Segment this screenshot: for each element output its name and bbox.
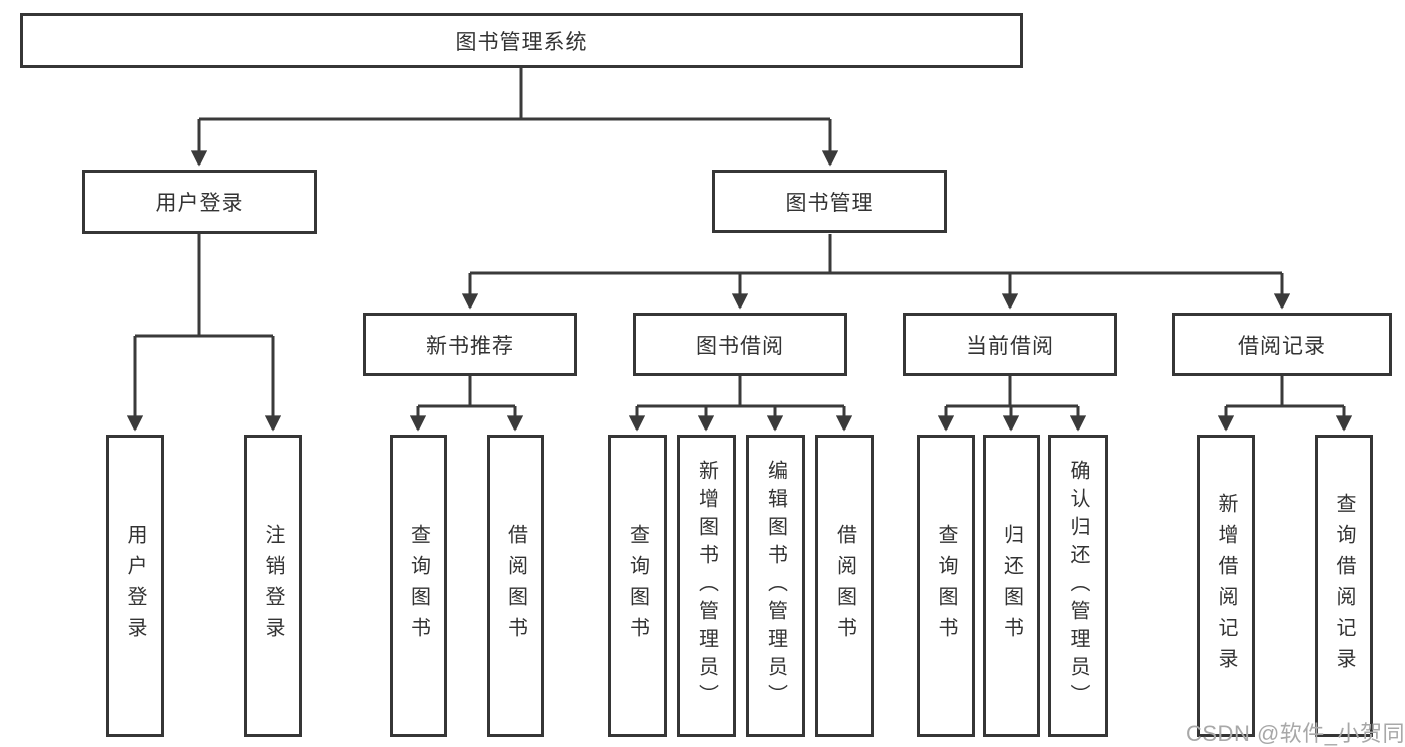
leaf-edit-books-admin: 编辑图书（管理员）: [746, 435, 805, 737]
leaf-borrowing-query-books: 查询图书: [608, 435, 667, 737]
node-borrowing-records: 借阅记录: [1172, 313, 1392, 376]
node-library-system-root: 图书管理系统: [20, 13, 1023, 68]
leaf-user-login: 用户登录: [106, 435, 164, 737]
node-user-login: 用户登录: [82, 170, 317, 234]
node-user-login-label: 用户登录: [155, 192, 244, 215]
node-current-borrowing: 当前借阅: [903, 313, 1117, 376]
leaf-recommend-query-books-label: 查询图书: [407, 524, 430, 648]
leaf-borrowing-borrow-books-label: 借阅图书: [833, 524, 856, 648]
leaf-confirm-return-admin: 确认归还（管理员）: [1048, 435, 1108, 737]
node-book-management: 图书管理: [712, 170, 947, 233]
leaf-add-borrow-record: 新增借阅记录: [1197, 435, 1255, 737]
leaf-add-borrow-record-label: 新增借阅记录: [1215, 493, 1237, 679]
leaf-user-login-label: 用户登录: [124, 524, 146, 648]
leaf-return-books: 归还图书: [983, 435, 1040, 737]
leaf-borrowing-query-books-label: 查询图书: [626, 524, 649, 648]
leaf-edit-books-admin-label: 编辑图书（管理员）: [764, 460, 787, 712]
leaf-logout-label: 注销登录: [262, 524, 284, 648]
leaf-recommend-borrow-books: 借阅图书: [487, 435, 544, 737]
node-book-management-label: 图书管理: [785, 191, 874, 215]
node-library-system-root-label: 图书管理系统: [455, 30, 588, 54]
csdn-watermark: CSDN @软件_小贺同学: [1186, 721, 1405, 746]
node-book-borrowing-label: 图书借阅: [696, 334, 784, 358]
leaf-query-borrow-record-label: 查询借阅记录: [1333, 493, 1355, 679]
leaf-recommend-borrow-books-label: 借阅图书: [504, 524, 527, 648]
leaf-logout: 注销登录: [244, 435, 302, 737]
leaf-return-books-label: 归还图书: [1000, 524, 1023, 648]
node-borrowing-records-label: 借阅记录: [1238, 334, 1326, 358]
node-current-borrowing-label: 当前借阅: [966, 334, 1054, 358]
node-new-book-recommendation: 新书推荐: [363, 313, 577, 376]
arrowheads: [126, 119, 1353, 432]
leaf-current-query-books: 查询图书: [917, 435, 975, 737]
leaf-query-borrow-record: 查询借阅记录: [1315, 435, 1373, 737]
node-book-borrowing: 图书借阅: [633, 313, 847, 376]
leaf-recommend-query-books: 查询图书: [390, 435, 447, 737]
leaf-current-query-books-label: 查询图书: [935, 524, 957, 648]
leaf-add-books-admin: 新增图书（管理员）: [677, 435, 736, 737]
node-new-book-recommendation-label: 新书推荐: [426, 334, 514, 358]
leaf-add-books-admin-label: 新增图书（管理员）: [695, 460, 718, 712]
leaf-confirm-return-admin-label: 确认归还（管理员）: [1067, 460, 1089, 712]
leaf-borrowing-borrow-books: 借阅图书: [815, 435, 874, 737]
